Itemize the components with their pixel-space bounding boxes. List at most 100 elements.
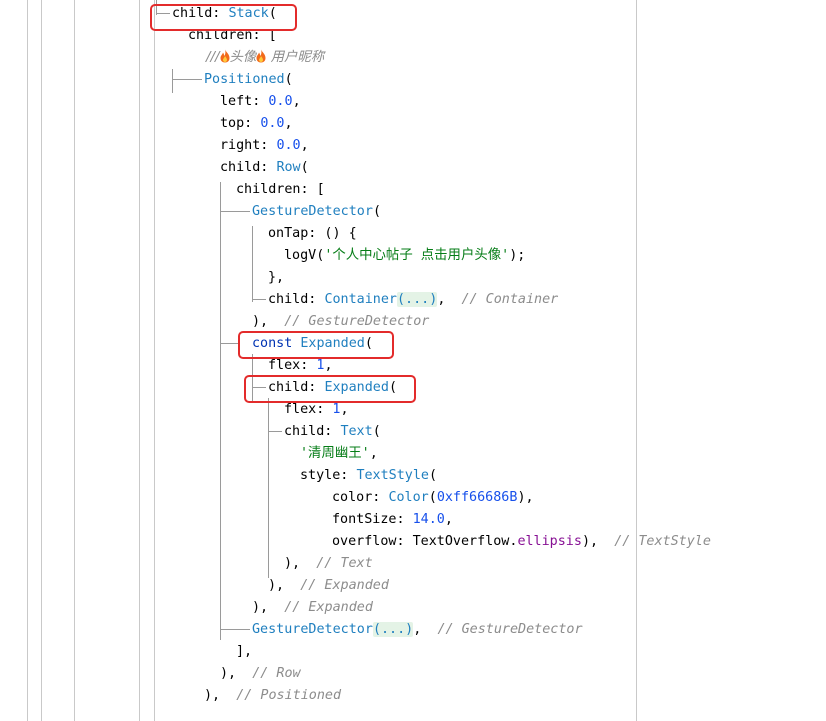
code-token: children: [ — [188, 28, 277, 43]
code-line[interactable]: flex: 1, — [268, 355, 333, 377]
code-token: // Text — [316, 556, 373, 571]
code-token: ( — [364, 336, 373, 351]
code-line[interactable]: const Expanded( — [252, 333, 373, 355]
tree-branch-line — [268, 431, 282, 432]
fire-icon — [220, 49, 230, 63]
code-token: ), — [284, 556, 317, 571]
code-token: child: — [220, 160, 277, 175]
code-line[interactable]: GestureDetector( — [252, 201, 381, 223]
code-token: ), — [581, 534, 615, 549]
code-token: Row — [276, 160, 301, 175]
code-token: // GestureDetector — [437, 622, 583, 637]
code-line[interactable]: ), // Row — [220, 663, 301, 685]
folded-code[interactable]: (...) — [397, 292, 438, 307]
code-line[interactable]: left: 0.0, — [220, 91, 301, 113]
code-token: ), — [517, 490, 534, 505]
code-line[interactable]: Positioned( — [204, 69, 293, 91]
code-line[interactable]: ), // Expanded — [268, 575, 389, 597]
code-token: fontSize: — [332, 512, 413, 527]
code-line[interactable]: logV('个人中心帖子 点击用户头像'); — [284, 245, 525, 267]
code-line[interactable]: child: Text( — [284, 421, 381, 443]
code-token: flex: — [268, 358, 317, 373]
code-token: , — [413, 622, 438, 637]
tree-vertical-line — [220, 182, 221, 640]
tree-branch-line — [252, 387, 266, 388]
code-line[interactable]: top: 0.0, — [220, 113, 293, 135]
code-token: // Expanded — [300, 578, 389, 593]
code-token: ( — [428, 490, 437, 505]
indent-guide — [154, 0, 155, 721]
tree-branch-line — [220, 211, 250, 212]
code-line[interactable]: }, — [268, 267, 284, 289]
code-line[interactable]: ///头像 用户昵称 — [206, 47, 324, 69]
code-token: ), — [220, 666, 253, 681]
code-line[interactable]: children: [ — [188, 25, 277, 47]
code-token: GestureDetector — [252, 204, 373, 219]
tree-branch-line — [220, 629, 250, 630]
code-line[interactable]: ), // Expanded — [252, 597, 373, 619]
code-token: ( — [284, 72, 293, 87]
code-token: Text — [340, 424, 373, 439]
indent-guide — [41, 0, 42, 721]
code-line[interactable]: child: Expanded( — [268, 377, 397, 399]
code-token: Container — [324, 292, 397, 307]
tree-branch-line — [252, 299, 266, 300]
code-token: // Positioned — [236, 688, 342, 703]
indent-guide — [27, 0, 28, 721]
folded-code[interactable]: (...) — [372, 622, 414, 637]
tree-vertical-line — [268, 398, 269, 578]
code-token: }, — [268, 270, 285, 285]
code-token: child: — [268, 380, 325, 395]
code-token: // TextStyle — [614, 534, 711, 549]
code-line[interactable]: GestureDetector(...), // GestureDetector — [252, 619, 583, 641]
tree-vertical-line — [172, 69, 173, 93]
code-line[interactable]: style: TextStyle( — [300, 465, 437, 487]
code-line[interactable]: flex: 1, — [284, 399, 349, 421]
code-token: ellipsis — [517, 534, 582, 549]
code-line[interactable]: '清周幽王', — [300, 443, 378, 465]
code-token: ( — [388, 380, 397, 395]
code-token: const — [252, 336, 301, 351]
highlight-box — [244, 375, 416, 403]
code-token: , — [340, 402, 349, 417]
tree-vertical-line — [252, 226, 253, 302]
code-line[interactable]: child: Stack( — [172, 3, 277, 25]
code-line[interactable]: right: 0.0, — [220, 135, 309, 157]
code-token: '清周幽王' — [300, 446, 370, 461]
code-token: ( — [268, 6, 277, 21]
fire-icon — [256, 49, 266, 63]
code-token: Expanded — [324, 380, 389, 395]
code-line[interactable]: color: Color(0xff66686B), — [332, 487, 534, 509]
code-token: , — [444, 512, 453, 527]
code-token: overflow: TextOverflow. — [332, 534, 518, 549]
tree-branch-line — [172, 79, 202, 80]
code-token: ), — [252, 600, 285, 615]
code-token: /// — [206, 50, 220, 65]
code-line[interactable]: child: Container(...), // Container — [268, 289, 558, 311]
tree-vertical-line — [156, 0, 157, 15]
code-line[interactable]: ), // Positioned — [204, 685, 341, 707]
code-token: 用户昵称 — [266, 50, 325, 65]
code-line[interactable]: ), // GestureDetector — [252, 311, 429, 333]
code-line[interactable]: ), // Text — [284, 553, 373, 575]
code-line[interactable]: onTap: () { — [268, 223, 357, 245]
code-token: child: — [284, 424, 341, 439]
code-token: 0xff66686B — [436, 490, 518, 505]
code-line[interactable]: ], — [236, 641, 252, 663]
code-token: ( — [372, 204, 381, 219]
code-token: '个人中心帖子 点击用户头像' — [324, 248, 510, 263]
code-line[interactable]: fontSize: 14.0, — [332, 509, 453, 531]
code-token: , — [284, 116, 293, 131]
code-token: // Container — [461, 292, 559, 307]
code-token: ], — [236, 644, 253, 659]
code-token: ( — [429, 468, 438, 483]
code-token: 0.0 — [276, 138, 301, 153]
indent-guide — [636, 0, 637, 721]
code-token: Positioned — [204, 72, 285, 87]
code-line[interactable]: child: Row( — [220, 157, 309, 179]
code-token: child: — [268, 292, 325, 307]
code-line[interactable]: overflow: TextOverflow.ellipsis), // Tex… — [332, 531, 711, 553]
tree-vertical-line — [252, 354, 253, 402]
code-line[interactable]: children: [ — [236, 179, 325, 201]
